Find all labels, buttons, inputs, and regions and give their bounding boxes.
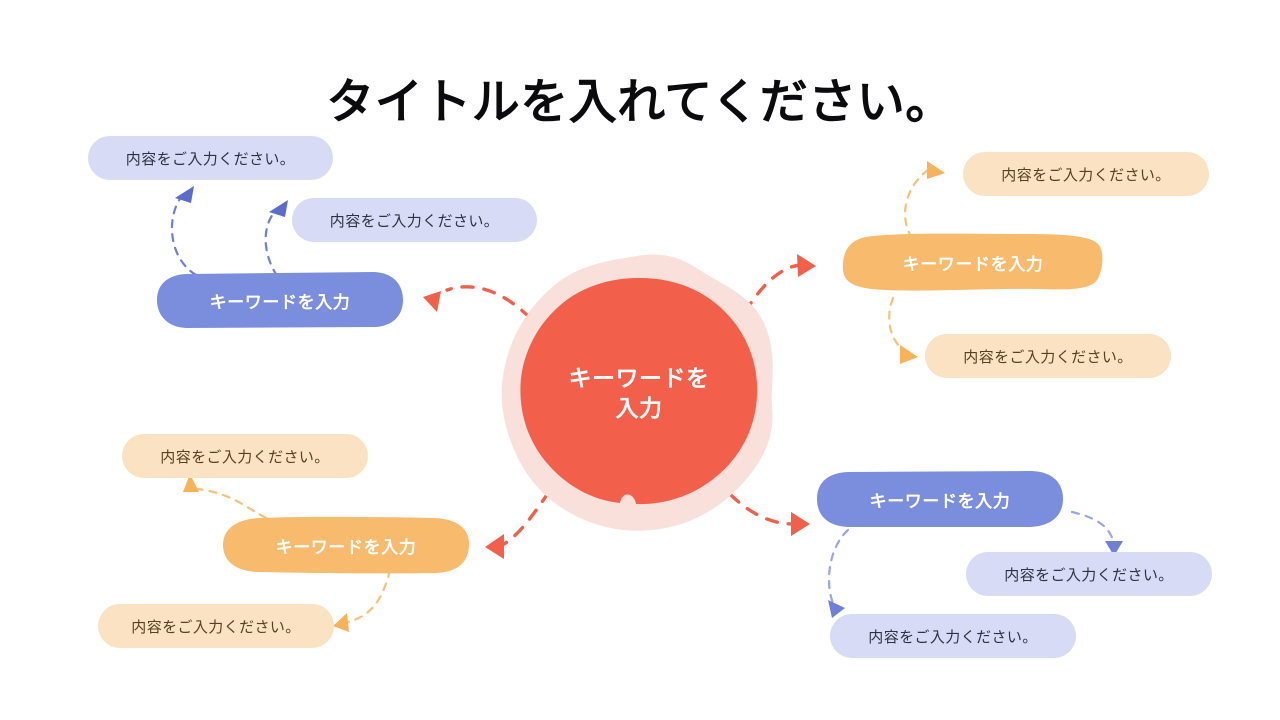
content-label-bottom-left-2: 内容をご入力ください。 [131, 618, 301, 636]
arrow-bottomleft-to-content-2 [333, 568, 392, 632]
content-pill-bottom-left-2[interactable]: 内容をご入力ください。 [98, 604, 334, 648]
arrow-bottomleft-to-content-1 [183, 474, 268, 520]
keyword-pill-shape-top-left [157, 272, 403, 328]
content-pill-top-right-2[interactable]: 内容をご入力ください。 [925, 334, 1171, 378]
center-node-label: キーワードを 入力 [568, 364, 710, 421]
arrow-topleft-to-content-2 [264, 200, 288, 278]
keyword-label-bottom-right: キーワードを入力 [869, 491, 1011, 511]
center-node[interactable]: キーワードを 入力 [494, 248, 784, 538]
keyword-label-top-left: キーワードを入力 [209, 292, 351, 312]
content-label-top-right-1: 内容をご入力ください。 [1001, 166, 1171, 184]
page-title: タイトルを入れてください。 [326, 76, 954, 129]
content-pill-bottom-left-1[interactable]: 内容をご入力ください。 [122, 434, 368, 478]
keyword-node-bottom-left[interactable]: キーワードを入力 [222, 516, 470, 574]
content-label-top-left-2: 内容をご入力ください。 [329, 212, 500, 230]
arrow-topleft-to-content-1 [170, 186, 198, 277]
keyword-label-bottom-left: キーワードを入力 [275, 537, 417, 557]
arrow-topright-to-content-2 [888, 296, 918, 364]
content-pill-top-left-2[interactable]: 内容をご入力ください。 [292, 198, 537, 242]
keyword-pill-shape-top-right [842, 233, 1103, 291]
center-blob-icon [501, 254, 773, 531]
arrow-bottomright-to-content-2 [827, 528, 850, 618]
arrow-topright-to-content-1 [904, 161, 945, 240]
content-pill-top-left-1[interactable]: 内容をご入力ください。 [88, 136, 333, 180]
keyword-node-top-left[interactable]: キーワードを入力 [156, 272, 404, 328]
content-label-bottom-right-1: 内容をご入力ください。 [1004, 566, 1174, 584]
content-label-bottom-right-2: 内容をご入力ください。 [868, 628, 1038, 646]
content-pill-bottom-right-2[interactable]: 内容をご入力ください。 [830, 614, 1076, 658]
content-label-bottom-left-1: 内容をご入力ください。 [160, 448, 330, 466]
keyword-label-top-right: キーワードを入力 [902, 254, 1044, 274]
content-pill-top-right-1[interactable]: 内容をご入力ください。 [963, 152, 1209, 196]
keyword-node-top-right[interactable]: キーワードを入力 [842, 232, 1104, 292]
keyword-pill-shape-bottom-right [817, 471, 1063, 527]
keyword-pill-shape-bottom-left [223, 516, 469, 574]
arrow-bottomright-to-content-1 [1070, 510, 1123, 556]
content-pill-bottom-right-1[interactable]: 内容をご入力ください。 [966, 552, 1212, 596]
content-label-top-right-2: 内容をご入力ください。 [963, 348, 1133, 366]
keyword-node-bottom-right[interactable]: キーワードを入力 [816, 470, 1064, 528]
content-label-top-left-1: 内容をご入力ください。 [125, 150, 296, 168]
